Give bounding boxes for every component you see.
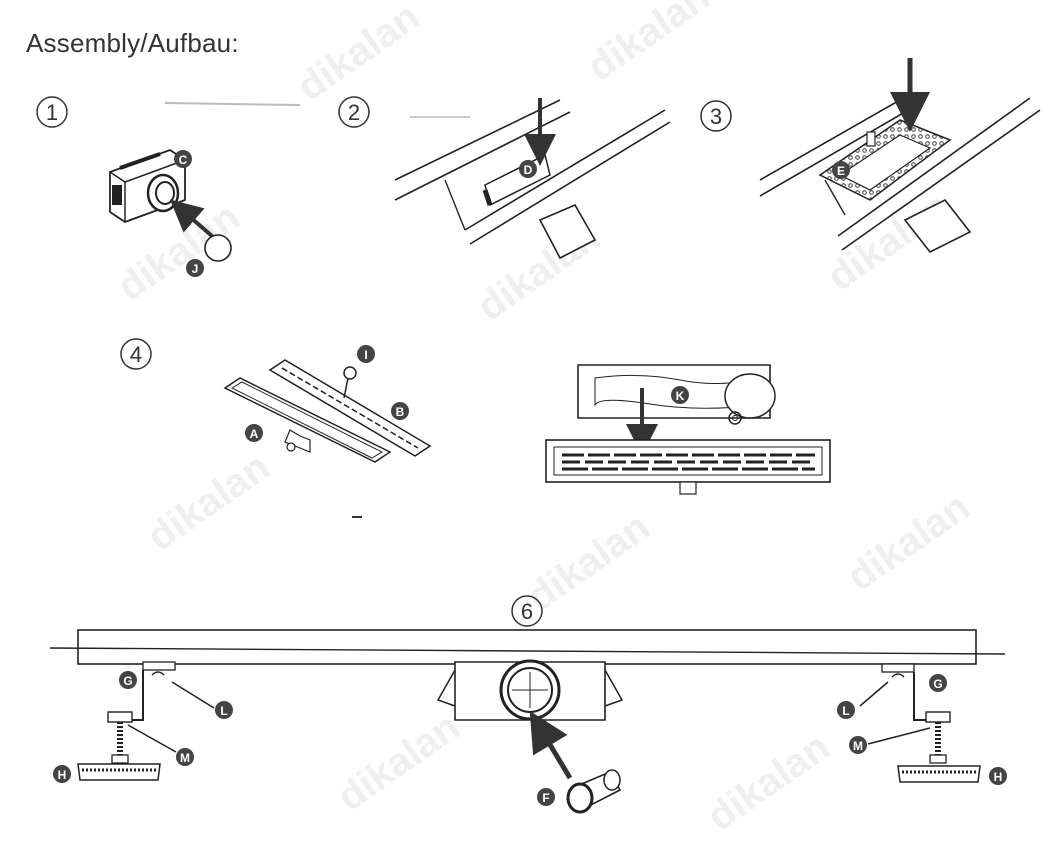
step-1: 1 C J <box>36 96 301 277</box>
step-number-circle <box>511 595 543 627</box>
step-4: 4 A B I <box>120 338 432 518</box>
step-number: 4 <box>130 342 142 367</box>
step-number: 2 <box>348 100 360 125</box>
label-j: J <box>192 262 199 276</box>
divider <box>164 102 301 106</box>
left-adjustable-foot <box>77 661 215 781</box>
label-g: G <box>933 677 942 691</box>
step-number-circle <box>700 100 732 132</box>
step-5-membrane: K <box>545 364 831 495</box>
odor-trap-insert <box>484 153 551 207</box>
label-i: I <box>364 348 367 362</box>
drain-body <box>223 377 392 463</box>
outlet-pipe <box>566 769 622 814</box>
drain-channel <box>759 97 1041 251</box>
label-d: D <box>524 163 533 177</box>
outlet-pipe <box>903 198 972 254</box>
page-title: Assembly/Aufbau: <box>26 28 239 58</box>
right-adjustable-foot <box>859 663 981 783</box>
label-b: B <box>396 405 405 419</box>
drain-channel-side <box>77 629 977 665</box>
lifting-hook <box>343 366 357 380</box>
label-g: G <box>123 674 132 688</box>
label-c: C <box>179 153 188 167</box>
step-3: 3 E <box>700 58 1041 254</box>
label-f: F <box>542 791 549 805</box>
step-number-circle <box>120 338 152 370</box>
adaptor-housing <box>109 148 186 224</box>
seal-ring <box>204 234 232 262</box>
label-m: M <box>853 739 863 753</box>
step-number-circle <box>36 96 68 128</box>
label-l: L <box>220 704 227 718</box>
label-marker <box>174 150 192 168</box>
step-number: 3 <box>710 104 722 129</box>
outlet-pipe <box>538 203 597 260</box>
label-m: M <box>180 751 190 765</box>
label-h: H <box>994 770 1003 784</box>
step-2: 2 D <box>338 96 671 260</box>
step-number: 6 <box>521 599 533 624</box>
step-number: 1 <box>46 100 58 125</box>
label-h: H <box>58 768 67 782</box>
insert-arrow <box>169 199 214 238</box>
label-a: A <box>250 427 259 441</box>
label-marker <box>186 259 204 277</box>
label-k: K <box>676 389 685 403</box>
label-l: L <box>842 704 849 718</box>
step-6: 6 F <box>49 595 1007 814</box>
connect-arrow <box>529 710 573 780</box>
label-e: E <box>837 164 845 178</box>
drain-channel <box>394 99 671 245</box>
step-number-circle <box>338 96 370 128</box>
